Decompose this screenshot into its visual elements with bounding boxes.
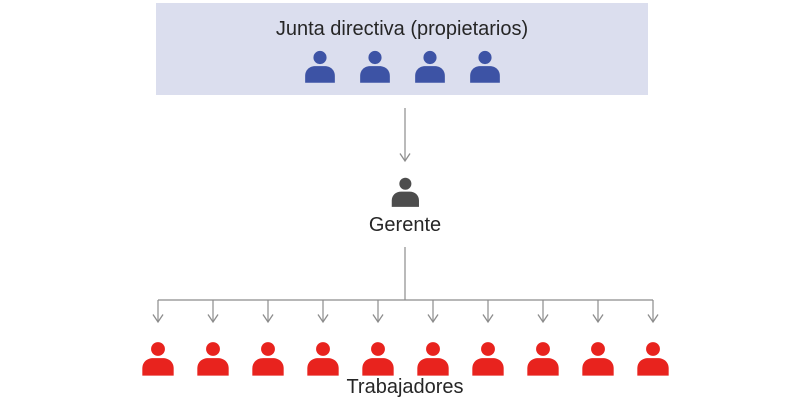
- manager-node: Gerente: [369, 177, 441, 238]
- person-icon: [634, 341, 672, 376]
- person-icon: [467, 50, 503, 83]
- person-icon: [414, 341, 452, 376]
- person-icon: [524, 341, 562, 376]
- person-icon: [357, 50, 393, 83]
- workers-label: Trabajadores: [346, 376, 464, 398]
- board-members-row: [156, 50, 648, 83]
- person-icon: [579, 341, 617, 376]
- person-icon: [388, 177, 421, 207]
- person-icon: [304, 341, 342, 376]
- board-box: Junta directiva (propietarios): [156, 3, 648, 95]
- person-icon: [469, 341, 507, 376]
- person-icon: [194, 341, 232, 376]
- person-icon: [359, 341, 397, 376]
- manager-label: Gerente: [368, 214, 442, 236]
- person-icon: [412, 50, 448, 83]
- person-icon: [139, 341, 177, 376]
- person-icon: [302, 50, 338, 83]
- board-label: Junta directiva (propietarios): [275, 18, 529, 40]
- person-icon: [249, 341, 287, 376]
- workers-row: [139, 341, 672, 376]
